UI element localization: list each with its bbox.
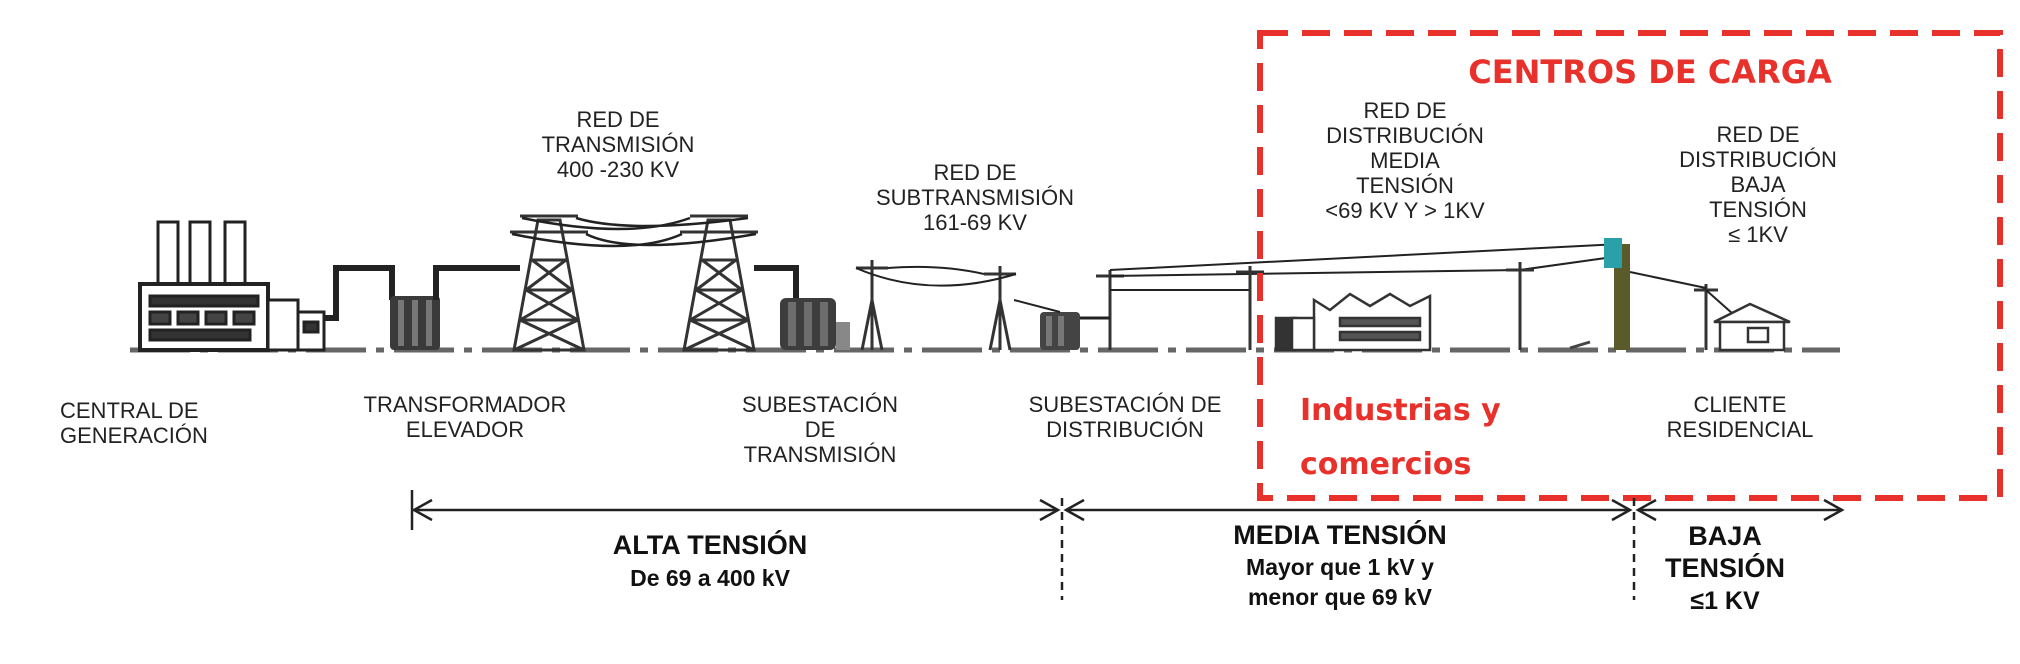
load-centers-highlight-box (1257, 30, 2003, 501)
subtransmission-network-label: RED DE SUBTRANSMISIÓN 161-69 KV (875, 160, 1075, 235)
distribution-transformer-pole-icon (1569, 238, 1630, 350)
power-plant-label: CENTRAL DE GENERACIÓN (60, 398, 208, 448)
distribution-lines (1109, 243, 1621, 291)
transmission-network-label: RED DE TRANSMISIÓN 400 -230 KV (541, 107, 695, 182)
transmission-substation-label: SUBESTACIÓN DE TRANSMISIÓN (741, 392, 899, 467)
step-up-transformer-label: TRANSFORMADOR ELEVADOR (363, 392, 567, 442)
medium-voltage-zone: MEDIA TENSIÓN Mayor que 1 kV y menor que… (1150, 518, 1530, 612)
industries-label: Industrias y comercios (1300, 393, 1501, 482)
high-voltage-title: ALTA TENSIÓN (612, 530, 808, 560)
voltage-range-arrows (410, 490, 1845, 600)
low-voltage-title-1: BAJA (1688, 521, 1762, 551)
transmission-substation-icon (754, 265, 850, 350)
low-voltage-network-label: RED DE DISTRIBUCIÓN BAJA TENSIÓN ≤ 1KV (1679, 122, 1837, 247)
distribution-substation-icon (1013, 270, 1124, 350)
transmission-lines (511, 216, 757, 248)
low-voltage-title-2: TENSIÓN (1664, 553, 1785, 583)
distribution-pole-icon (1236, 262, 1718, 350)
medium-voltage-network-label: RED DE DISTRIBUCIÓN MEDIA TENSIÓN <69 KV… (1325, 98, 1485, 223)
low-voltage-zone: BAJA TENSIÓN ≤1 KV (1640, 520, 1810, 618)
medium-voltage-range-2: menor que 69 kV (1247, 584, 1433, 610)
medium-voltage-title: MEDIA TENSIÓN (1233, 520, 1447, 550)
residential-customer-label: CLIENTE RESIDENCIAL (1666, 392, 1814, 442)
step-up-transformer-icon (390, 265, 520, 350)
power-plant-icon (138, 220, 395, 352)
industry-building-icon (1274, 292, 1432, 352)
medium-voltage-range-1: Mayor que 1 kV y (1246, 554, 1434, 580)
load-centers-title: CENTROS DE CARGA (1468, 53, 1832, 91)
service-drop-line (1629, 271, 1743, 323)
subtransmission-pole-icon (856, 260, 1016, 351)
house-icon (1713, 302, 1791, 352)
high-voltage-range: De 69 a 400 kV (630, 565, 790, 591)
high-voltage-zone: ALTA TENSIÓN De 69 a 400 kV (540, 528, 880, 594)
distribution-substation-label: SUBESTACIÓN DE DISTRIBUCIÓN (1028, 392, 1222, 442)
low-voltage-value: ≤1 KV (1690, 587, 1760, 615)
subtransmission-lines (855, 265, 1017, 287)
transmission-tower-icon (510, 214, 588, 352)
